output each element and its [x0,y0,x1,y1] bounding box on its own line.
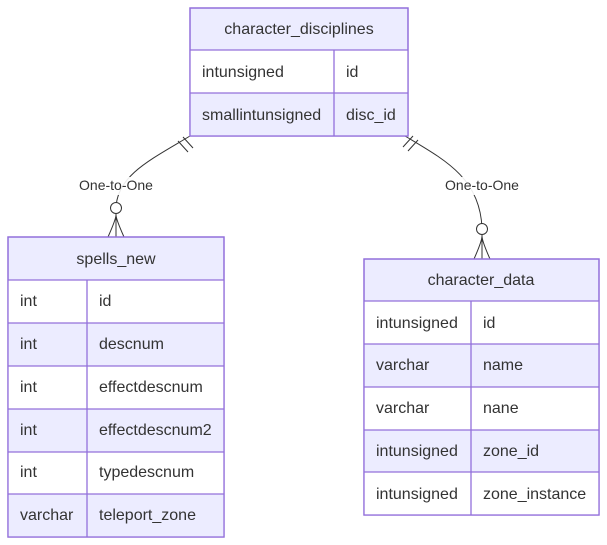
attribute-name: effectdescnum2 [99,422,212,439]
attribute-type: intunsigned [376,315,458,332]
attribute-name: name [483,357,523,374]
attribute-type: int [20,422,37,439]
one-marker-bar [407,139,419,152]
attribute-name: zone_instance [483,486,586,503]
relationship-label: One-to-One [79,177,153,193]
entity-title: spells_new [76,251,156,268]
attribute-type: int [20,293,37,310]
attribute-name: nane [483,400,519,417]
attribute-name: zone_id [483,443,539,460]
attribute-type: int [20,379,37,396]
zero-marker [110,202,122,214]
attribute-name: descnum [99,336,164,353]
attribute-type: int [20,336,37,353]
entity-spells-new: spells_new int id int descnum int effect… [7,236,225,538]
attribute-name: id [346,64,358,81]
attribute-type: intunsigned [376,486,458,503]
attribute-type: intunsigned [376,443,458,460]
relationship-disciplines-spells: One-to-One [78,135,194,238]
attribute-name: effectdescnum [99,379,203,396]
many-marker [473,235,491,260]
relationship-line [404,135,483,259]
attribute-name: id [99,293,111,310]
attribute-type: varchar [20,507,74,524]
entity-title: character_data [428,272,535,289]
attribute-name: id [483,315,495,332]
attribute-type: varchar [376,357,430,374]
attribute-type: intunsigned [202,64,284,81]
entity-title: character_disciplines [224,21,373,38]
entity-character-disciplines: character_disciplines intunsigned id sma… [189,7,409,137]
attribute-type: varchar [376,400,430,417]
attribute-type: int [20,464,37,481]
one-marker-bar [182,136,194,149]
attribute-type: smallintunsigned [202,107,321,124]
attribute-name: disc_id [346,107,396,124]
relationship-disciplines-character-data: One-to-One [402,135,520,260]
entity-character-data: character_data intunsigned id varchar na… [363,258,600,516]
many-marker [107,214,125,238]
attribute-name: teleport_zone [99,507,196,524]
one-marker-bar [402,135,414,148]
zero-marker [476,223,488,235]
attribute-name: typedescnum [99,464,194,481]
relationship-label: One-to-One [445,177,519,193]
one-marker-bar [177,140,189,153]
